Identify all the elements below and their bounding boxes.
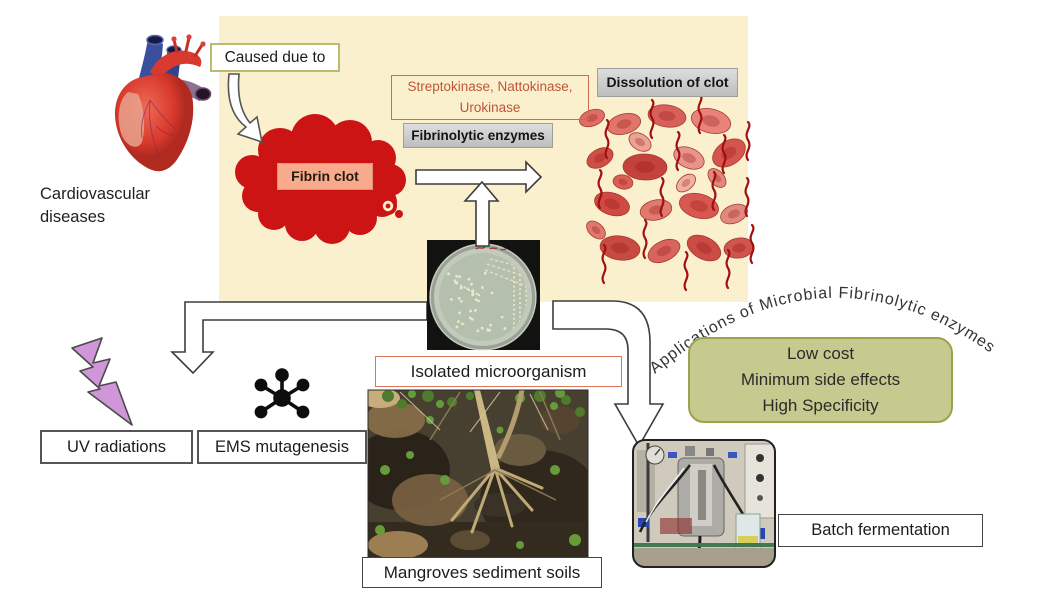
petri-dish-photo	[427, 240, 540, 351]
left-elbow-arrow	[170, 301, 428, 375]
mangroves-sediment-soils-label: Mangroves sediment soils	[362, 557, 602, 588]
benefit-line: Minimum side effects	[740, 370, 901, 389]
clot-swirl	[379, 197, 403, 218]
benefits-box: Low cost Minimum side effects High Speci…	[688, 337, 953, 423]
dish-up-arrow	[463, 180, 500, 247]
bioreactor-photo-border	[632, 439, 776, 568]
enzyme-names-box: Streptokinase, Nattokinase, Urokinase	[391, 75, 589, 120]
fibrin-to-cells-arrow	[415, 160, 543, 194]
molecule-icon	[254, 368, 310, 419]
fibrin-clot-label: Fibrin clot	[277, 163, 373, 190]
ems-mutagenesis-label: EMS mutagenesis	[197, 430, 367, 464]
batch-fermentation-label: Batch fermentation	[778, 514, 983, 547]
heart-anatomy-illustration	[114, 34, 212, 172]
red-blood-cells-illustration	[579, 93, 755, 292]
caused-due-to-label: Caused due to	[210, 43, 340, 72]
caused-arrow	[227, 73, 264, 144]
petri-handwriting	[475, 246, 507, 251]
benefit-line: Low cost	[786, 344, 855, 363]
cardiovascular-diseases-label: Cardiovascular diseases	[40, 185, 151, 227]
lightning-bolt-icon	[71, 337, 133, 426]
benefit-line: High Specificity	[762, 396, 879, 415]
fibrinolytic-enzymes-label: Fibrinolytic enzymes	[403, 123, 553, 148]
dissolution-of-clot-label: Dissolution of clot	[597, 68, 738, 97]
isolated-microorganism-label: Isolated microorganism	[375, 356, 622, 387]
uv-radiations-label: UV radiations	[40, 430, 193, 464]
bioreactor-photo	[633, 440, 775, 567]
mangrove-sediment-photo	[368, 390, 588, 558]
